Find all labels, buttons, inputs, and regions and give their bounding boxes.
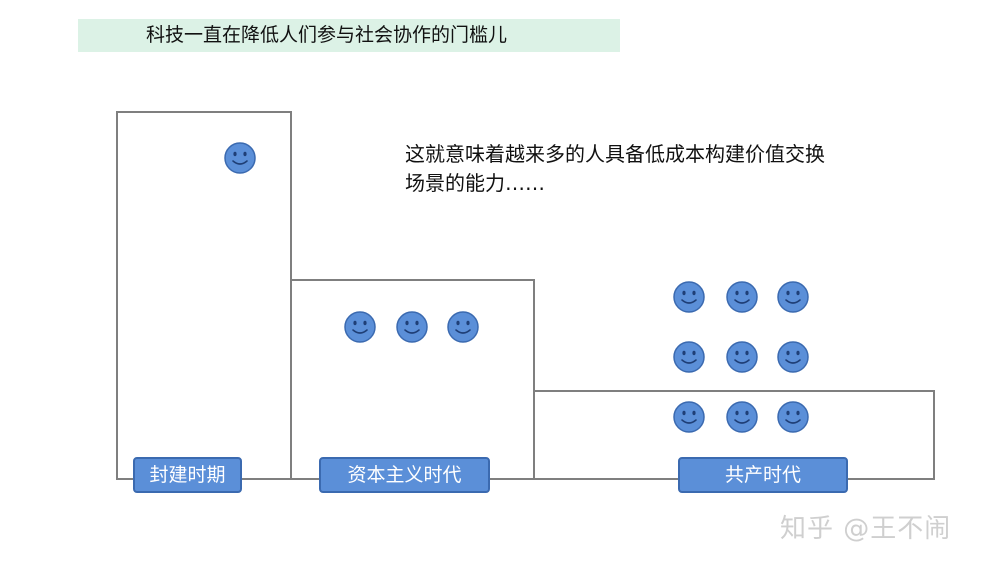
smiley-icon <box>777 401 809 433</box>
era-label-feudal: 封建时期 <box>133 457 242 493</box>
smiley-icon <box>777 281 809 313</box>
era-box-feudal <box>116 111 292 480</box>
smiley-icon <box>726 281 758 313</box>
note-line-2: 场景的能力…… <box>405 171 545 195</box>
watermark: 知乎 @王不闹 <box>780 514 952 544</box>
smiley-icon <box>224 142 256 174</box>
smiley-icon <box>726 401 758 433</box>
smiley-icon <box>673 281 705 313</box>
smiley-icon <box>673 401 705 433</box>
smiley-icon <box>726 341 758 373</box>
diagram-title: 科技一直在降低人们参与社会协作的门槛儿 <box>78 19 620 52</box>
smiley-icon <box>396 311 428 343</box>
smiley-icon <box>673 341 705 373</box>
note-line-1: 这就意味着越来多的人具备低成本构建价值交换 <box>405 142 825 166</box>
smiley-icon <box>447 311 479 343</box>
era-label-capitalist: 资本主义时代 <box>319 457 490 493</box>
era-label-communist: 共产时代 <box>678 457 848 493</box>
note-text: 这就意味着越来多的人具备低成本构建价值交换 场景的能力…… <box>405 140 875 198</box>
smiley-icon <box>777 341 809 373</box>
smiley-icon <box>344 311 376 343</box>
